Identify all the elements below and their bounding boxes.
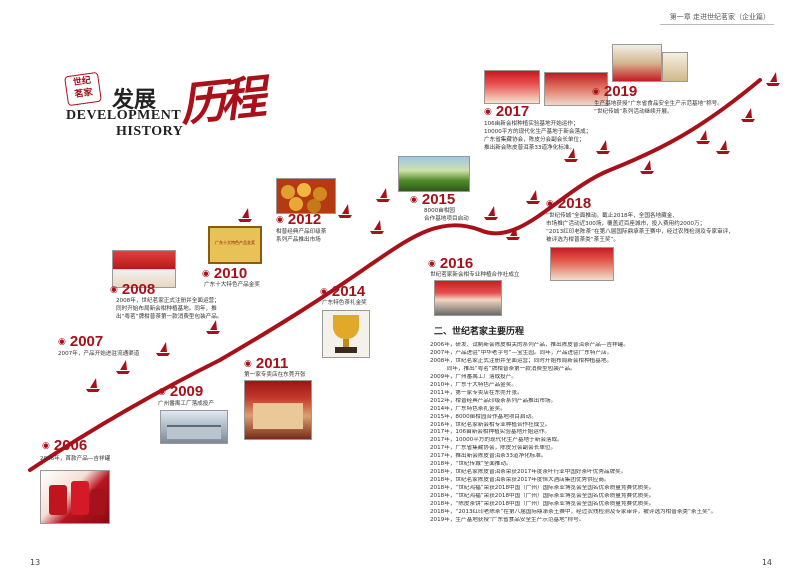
milestone-year: ◉2015 — [410, 191, 456, 208]
milestone-year: ◉2018 — [546, 195, 592, 212]
milestone-desc: 2008年，世纪茗家正式注册并全面运营； 同时开始布局新会柑种植基地。同年，推 … — [116, 298, 223, 320]
target-icon: ◉ — [158, 386, 166, 396]
milestone-desc: 广东特色茶礼金奖 — [322, 300, 367, 306]
history-item: 2018年，“世纪鸿福”荣获2018中国（广州）国际茶业博览会全国名优茶质量竞赛… — [430, 493, 655, 500]
milestone-year: ◉2016 — [428, 255, 474, 272]
target-icon: ◉ — [42, 440, 50, 450]
photo-trophy — [322, 310, 370, 358]
history-item: 2015年，8000亩柑园合作基地项目启动。 — [430, 413, 537, 420]
milestone-desc: 8000亩柑园 合作基地项目启动 — [424, 208, 469, 222]
milestone-year: ◉2010 — [202, 265, 248, 282]
milestone-year: ◉2011 — [244, 355, 289, 372]
milestone-year: ◉2008 — [110, 281, 156, 298]
milestone-year: ◉2009 — [158, 383, 204, 400]
photo-store — [244, 380, 312, 440]
history-item: 同年，推出“粤茗”牌柑普茶第一款消费型包装产品。 — [430, 365, 576, 372]
target-icon: ◉ — [592, 86, 600, 96]
award-plaque-text: 广东十大特色产品金奖 — [215, 240, 255, 245]
photo-tea-balls — [276, 178, 336, 214]
target-icon: ◉ — [546, 198, 554, 208]
header-rule — [659, 24, 774, 25]
milestone-year: ◉2007 — [58, 333, 104, 350]
milestone-year: ◉2017 — [484, 103, 530, 120]
history-item: 2011年，第一家专卖店在东莞开张。 — [430, 389, 523, 396]
history-item: 2016年，世纪茗家新会柑专业种植合作社成立。 — [430, 421, 551, 428]
milestone-desc: 广州番禺工厂落成投产 — [158, 401, 214, 407]
target-icon: ◉ — [484, 106, 492, 116]
photo-2017-a — [484, 70, 540, 104]
page-number-right: 14 — [761, 558, 772, 567]
milestone-desc: 柑普经典产品印级茶 系列产品推出市场 — [276, 229, 327, 243]
title-en-1: DEVELOPMENT — [66, 108, 182, 123]
photo-2019-a — [612, 44, 662, 82]
photo-award-plaque: 广东十大特色产品金奖 — [208, 226, 262, 264]
milestone-desc: 第一家专卖店在东莞开张 — [244, 372, 306, 378]
target-icon: ◉ — [276, 214, 284, 224]
target-icon: ◉ — [320, 286, 328, 296]
target-icon: ◉ — [410, 194, 418, 204]
history-item: 2014年，广东特色茶礼金奖。 — [430, 405, 506, 412]
photo-cooperative — [434, 280, 502, 316]
target-icon: ◉ — [58, 336, 66, 346]
history-item: 2018年，“2013红印老陈茶”在第八届国际鼎承茶王赛中，经过农残检测及专家审… — [430, 509, 717, 516]
history-item: 2010年，广东十大特色产品金奖。 — [430, 381, 517, 388]
history-item: 2018年，世纪茗家陈皮普洱茶荣获2017年度恒大酒店集团优秀供应商。 — [430, 477, 610, 484]
target-icon: ◉ — [110, 284, 118, 294]
milestone-desc: 2006年，首款产品—吉祥罐 — [40, 456, 111, 462]
chapter-title: 第一章 走进世纪茗家（企业篇） — [669, 13, 770, 21]
photo-2019-b — [662, 52, 688, 82]
milestone-desc: “世纪传城”全面推动。截止2018年，全国各地藏金、 市场推广活动近300场，覆… — [546, 213, 734, 243]
history-item: 2017年，推出新会陈皮普洱茶33道净化标准。 — [430, 453, 547, 460]
milestone-year: ◉2006 — [42, 437, 88, 454]
history-item: 2018年，“世纪传城”全面推动。 — [430, 461, 512, 468]
chapter-header: 第一章 走进世纪茗家（企业篇） — [659, 12, 774, 25]
history-item: 2017年，10000平方的现代化生产基地于新会落成。 — [430, 437, 563, 444]
target-icon: ◉ — [428, 258, 436, 268]
target-icon: ◉ — [244, 358, 252, 368]
history-item: 2009年，广州番禺工厂落成投产。 — [430, 373, 517, 380]
history-item: 2018年，“陈皮茶饼”荣获2018中国（广州）国际茶业博览会全国名优茶质量竞赛… — [430, 501, 655, 508]
milestone-desc: 广东十大特色产品金奖 — [204, 282, 260, 288]
history-item: 2017年，106亩新会柑种植实验基地开始运作。 — [430, 429, 551, 436]
history-item: 2017年，广东省集藏协会，陈皮分会副会长单位。 — [430, 445, 557, 452]
target-icon: ◉ — [202, 268, 210, 278]
milestone-desc: 106亩新会柑种植实验基地开始运作； 10000平方的现代化生产基地于新会落成；… — [484, 121, 592, 151]
milestone-year: ◉2019 — [592, 83, 638, 100]
milestone-desc: 世纪茗家新会柑专业种植合作社成立 — [430, 272, 520, 278]
title-en-2: HISTORY — [116, 124, 184, 139]
history-list: 2006年，研发、试制新会陈皮相关的系列产品，推出陈皮普洱茶产品—吉祥罐。 20… — [430, 342, 790, 525]
history-heading: 二、世纪茗家主要历程 — [434, 327, 525, 337]
milestone-year: ◉2012 — [276, 211, 322, 228]
milestone-desc: 生产基地获授“广东省食品安全生产示范基地”称号。 “世纪传城”系列活动继续开展。 — [594, 101, 723, 115]
milestone-year: ◉2014 — [320, 283, 366, 300]
photo-2018 — [550, 247, 614, 281]
milestone-desc: 2007年，产品开始进驻流通渠道 — [58, 351, 140, 357]
history-item: 2018年，世纪茗家陈皮普洱茶荣获2017年度茶叶行业中国好茶叶优秀品牌奖。 — [430, 469, 627, 476]
page-number-left: 13 — [30, 558, 41, 567]
photo-orchard — [398, 156, 470, 192]
trophy-icon — [333, 315, 359, 339]
title-cn: 发展 — [112, 87, 157, 113]
history-item: 2018年，“世纪鸿福”荣获2018中国（广州）国际茶业博览会全国名优茶质量竞赛… — [430, 485, 655, 492]
photo-gift-boxes — [112, 250, 176, 288]
photo-product-jars — [40, 470, 110, 524]
history-item: 2019年，生产基地获授“广东省食品安全生产示范基地”称号。 — [430, 516, 585, 523]
history-item: 2007年，产品进驻“中华老字号”—宝生园。同年，产品进驻广东特产店。 — [430, 349, 613, 356]
photo-2017-b — [544, 72, 608, 106]
history-item: 2012年，柑普经典产品印级茶系列产品推出市场。 — [430, 397, 557, 404]
history-item: 2006年，研发、试制新会陈皮相关的系列产品，推出陈皮普洱茶产品—吉祥罐。 — [430, 342, 629, 348]
boat-icons — [86, 72, 780, 392]
history-item: 2008年，世纪茗家正式注册并全面运营；同时开始布局新会柑种植基地。 — [430, 357, 613, 364]
photo-factory — [160, 410, 228, 444]
